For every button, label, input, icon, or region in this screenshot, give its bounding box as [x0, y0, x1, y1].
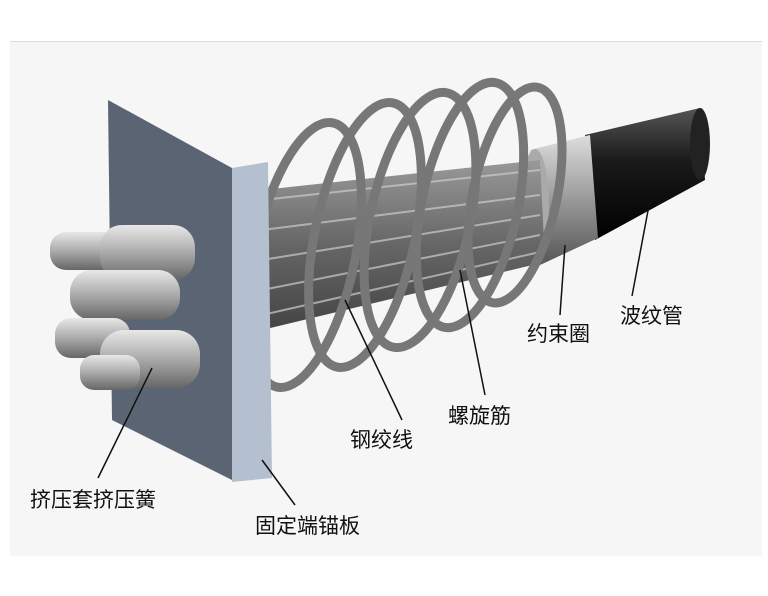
- label-restraint-ring: 约束圈: [527, 322, 590, 346]
- label-steel-strand: 钢绞线: [350, 428, 413, 452]
- label-anchor-plate: 固定端锚板: [255, 514, 360, 538]
- label-spiral-rebar: 螺旋筋: [448, 404, 511, 428]
- label-extrusion-sleeve: 挤压套挤压簧: [30, 488, 156, 512]
- corrugated-pipe: [585, 108, 710, 240]
- extrusion-sleeves: [50, 225, 200, 390]
- label-corrugated-pipe: 波纹管: [620, 304, 683, 328]
- leader-lines: [97, 199, 651, 506]
